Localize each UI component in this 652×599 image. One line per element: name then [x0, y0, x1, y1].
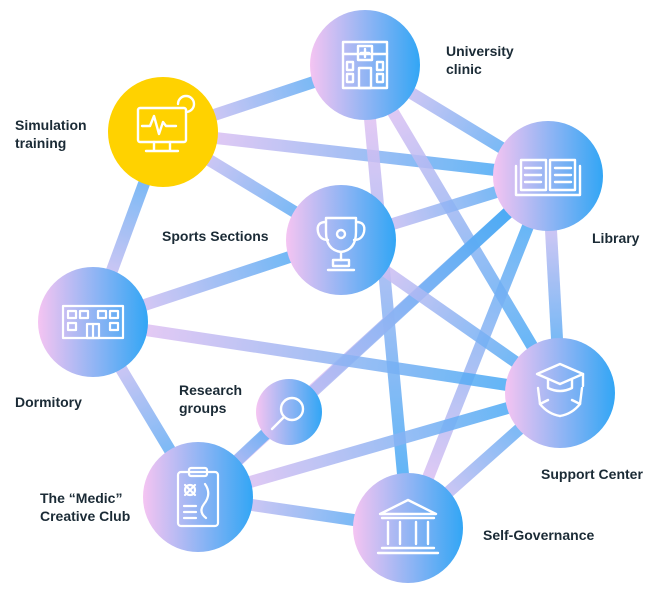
node-selfgov-circle	[353, 473, 463, 583]
label-research: Research groups	[179, 382, 243, 416]
node-research	[256, 379, 322, 445]
node-sports-circle	[286, 185, 396, 295]
node-medic	[143, 442, 253, 552]
label-sim: Simulation training	[15, 117, 87, 151]
edge-library-selfgov	[402, 173, 554, 531]
government-building-icon	[376, 498, 440, 555]
trophy-icon	[316, 216, 366, 272]
label-sports: Sports Sections	[162, 228, 269, 244]
node-clinic-circle	[310, 10, 420, 120]
node-clinic	[310, 10, 420, 120]
label-dorm: Dormitory	[15, 394, 82, 410]
node-research-circle	[256, 379, 322, 445]
node-library	[493, 121, 603, 231]
graduation-cap-hands-icon	[535, 362, 585, 418]
label-medic: The “Medic” Creative Club	[40, 490, 131, 524]
edge-clinic-selfgov	[359, 64, 414, 529]
node-selfgov	[353, 473, 463, 583]
hospital-building-icon	[341, 40, 389, 90]
edge-dorm-support	[92, 316, 561, 399]
label-selfgov: Self-Governance	[483, 527, 595, 543]
node-dorm-circle	[38, 267, 148, 377]
edge-clinic-support	[359, 61, 566, 397]
node-sim	[108, 77, 218, 187]
dormitory-building-icon	[61, 304, 125, 340]
node-sim-circle	[108, 77, 218, 187]
node-dorm	[38, 267, 148, 377]
open-book-icon	[514, 158, 582, 197]
label-clinic: University clinic	[446, 43, 514, 77]
label-library: Library	[592, 230, 640, 246]
node-sports	[286, 185, 396, 295]
node-support	[505, 338, 615, 448]
edge-sim-library	[162, 126, 549, 182]
magnifier-icon	[270, 396, 305, 431]
node-medic-circle	[143, 442, 253, 552]
node-library-circle	[493, 121, 603, 231]
edge-support-medic	[196, 387, 562, 503]
diagram-nodes	[38, 10, 615, 583]
clipboard-medical-icon	[176, 466, 220, 528]
monitor-heartbeat-icon	[136, 94, 196, 153]
node-support-circle	[505, 338, 615, 448]
label-support: Support Center	[541, 466, 643, 482]
